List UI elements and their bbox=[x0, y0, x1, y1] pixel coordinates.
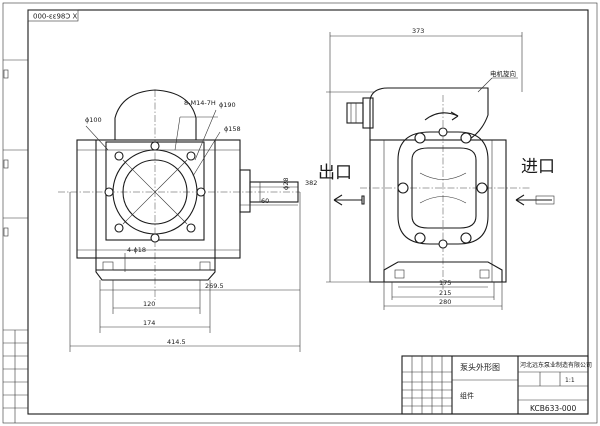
dim-120-label: 120 bbox=[143, 300, 155, 308]
dim-174-label: 174 bbox=[143, 319, 155, 327]
gear-cavity-outer bbox=[411, 147, 477, 229]
phi-158-label: ϕ158 bbox=[224, 125, 241, 133]
phi-28-label: ϕ28 bbox=[282, 177, 290, 190]
inner-border bbox=[27, 9, 589, 415]
pump-base bbox=[95, 258, 216, 281]
side-bolt bbox=[414, 232, 426, 244]
company-name: 河北远东泵业制造有限公司 bbox=[520, 361, 592, 369]
flange-bolts bbox=[104, 141, 206, 243]
dim-280-label: 280 bbox=[439, 298, 451, 306]
bolt-spec-label: 8-M14-7H bbox=[184, 99, 216, 107]
phi-190-label: ϕ190 bbox=[219, 101, 236, 109]
motor-rotation-label: 电机旋向 bbox=[490, 69, 516, 78]
dim-382-label: 382 bbox=[305, 179, 317, 187]
side-bolt bbox=[397, 182, 409, 194]
flange-bolt bbox=[150, 141, 160, 151]
front-view: 8-M14-7H ϕ190 ϕ100 ϕ158 ϕ28 60 4-ϕ18 269… bbox=[58, 89, 301, 352]
mount-hole bbox=[199, 261, 211, 271]
casing-top-arch bbox=[114, 89, 197, 140]
side-view: 373 电机旋向 bbox=[305, 27, 555, 310]
side-casing-body bbox=[369, 139, 507, 283]
dim-414-5-label: 414.5 bbox=[167, 338, 186, 346]
flange-bolt bbox=[150, 233, 160, 243]
motor-connection bbox=[346, 102, 364, 124]
mount-hole bbox=[102, 261, 114, 271]
bearing-housing bbox=[239, 169, 251, 213]
drive-shaft bbox=[249, 181, 299, 203]
flange-bolt bbox=[196, 187, 206, 197]
inlet-label: 进口 bbox=[521, 157, 555, 177]
side-bolt bbox=[438, 127, 448, 137]
side-casing-top bbox=[369, 87, 489, 141]
dim-269-5-label: 269.5 bbox=[205, 282, 224, 290]
side-bolt bbox=[460, 232, 472, 244]
side-bolt bbox=[476, 182, 488, 194]
outlet-label: 出口 bbox=[318, 163, 352, 183]
dim-60-label: 60 bbox=[261, 197, 269, 205]
flange-circle-inner bbox=[122, 159, 188, 225]
material-label: 组件 bbox=[460, 391, 474, 400]
dim-175-label: 175 bbox=[439, 279, 451, 287]
hole-spec-label: 4-ϕ18 bbox=[127, 246, 146, 254]
flange-bolt bbox=[114, 151, 124, 161]
side-bolt bbox=[414, 132, 426, 144]
mirrored-drawing-number: 000-ɛɛ98Ɔ X bbox=[33, 13, 78, 21]
side-bolt bbox=[460, 132, 472, 144]
side-bolt bbox=[438, 239, 448, 249]
flange-bolt bbox=[186, 151, 196, 161]
side-flange-bolts bbox=[397, 127, 488, 249]
dim-215-label: 215 bbox=[439, 289, 451, 297]
drawing-title: 泵头外形图 bbox=[460, 362, 500, 372]
outlet-arrow bbox=[333, 194, 343, 206]
dim-373-label: 373 bbox=[412, 27, 424, 35]
flange-bolt bbox=[186, 223, 196, 233]
scale-value: 1:1 bbox=[565, 377, 575, 384]
title-block: 泵头外形图 组件 河北远东泵业制造有限公司 1:1 KCB633-000 bbox=[401, 355, 592, 415]
flange-bolt bbox=[114, 223, 124, 233]
mirrored-number-box bbox=[27, 9, 79, 22]
drawing-number: KCB633-000 bbox=[530, 404, 576, 413]
phi-100-label: ϕ100 bbox=[85, 116, 102, 124]
flange-bolt bbox=[104, 187, 114, 197]
inlet-arrow bbox=[515, 194, 552, 206]
margin-stamp-area bbox=[3, 59, 28, 423]
